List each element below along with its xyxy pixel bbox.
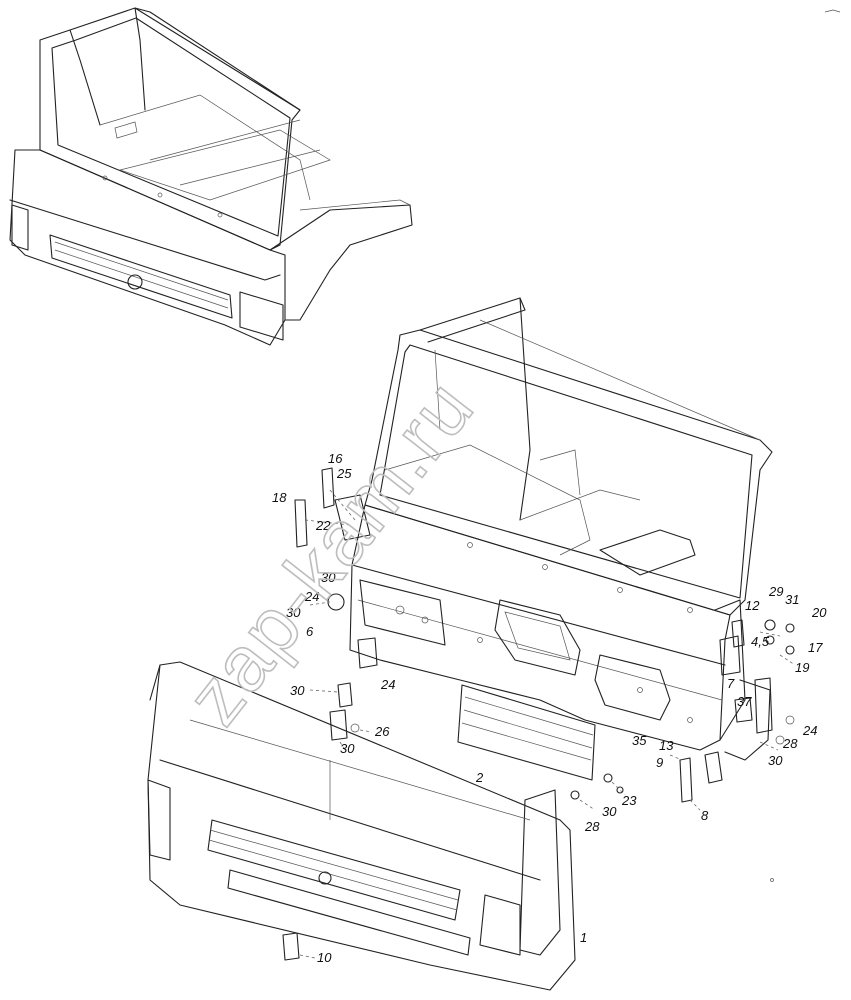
label-28-bottom: 28 — [584, 819, 600, 834]
stray-dot — [770, 878, 774, 882]
bracket-10 — [282, 932, 300, 961]
corner-mark — [824, 9, 841, 13]
watermark: zap-kam.ru — [169, 363, 491, 740]
grille-panel-2 — [457, 684, 596, 781]
label-30-f: 30 — [768, 753, 783, 768]
label-12: 12 — [745, 598, 760, 613]
label-35: 35 — [632, 733, 647, 748]
label-28-right: 28 — [782, 736, 798, 751]
label-17: 17 — [808, 640, 823, 655]
label-37: 37 — [737, 694, 752, 709]
label-13: 13 — [659, 738, 674, 753]
bracket-9 — [704, 751, 723, 784]
label-30-b: 30 — [286, 605, 301, 620]
label-23: 23 — [621, 793, 637, 808]
label-24-right: 24 — [802, 723, 817, 738]
label-30-a: 30 — [321, 570, 336, 585]
label-10: 10 — [317, 950, 332, 965]
emblem-icon — [127, 274, 143, 290]
label-24-center: 24 — [380, 677, 395, 692]
label-22: 22 — [315, 518, 331, 533]
label-7: 7 — [727, 676, 735, 691]
label-8: 8 — [701, 808, 709, 823]
label-1: 1 — [580, 930, 587, 945]
label-30-c: 30 — [290, 683, 305, 698]
label-9: 9 — [656, 755, 663, 770]
cab-frame-exploded — [294, 297, 796, 811]
label-30-d: 30 — [340, 741, 355, 756]
hinge-bracket-18 — [294, 499, 308, 548]
label-29: 29 — [768, 584, 783, 599]
part-labels: 1 2 4,5 6 7 8 9 10 12 13 16 17 18 19 20 … — [272, 451, 827, 965]
front-facing-panel-1 — [147, 661, 576, 991]
bracket-8 — [679, 757, 693, 803]
label-2: 2 — [475, 770, 484, 785]
label-25: 25 — [336, 466, 352, 481]
label-26: 26 — [374, 724, 390, 739]
label-18: 18 — [272, 490, 287, 505]
label-30-e: 30 — [602, 804, 617, 819]
label-31: 31 — [785, 592, 799, 607]
label-20: 20 — [811, 605, 827, 620]
label-6: 6 — [306, 624, 314, 639]
label-4-5: 4,5 — [751, 634, 770, 649]
cab-overview — [9, 7, 413, 346]
label-19: 19 — [795, 660, 809, 675]
emblem-icon — [318, 871, 332, 885]
label-16: 16 — [328, 451, 343, 466]
label-24-left: 24 — [304, 589, 319, 604]
hinge-bracket-16 — [321, 467, 335, 509]
